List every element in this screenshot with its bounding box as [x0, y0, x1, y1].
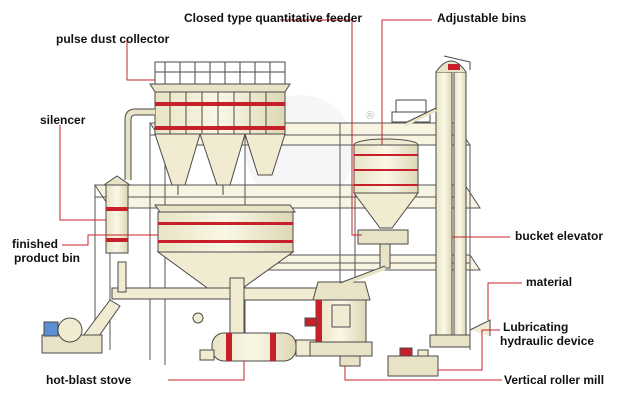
lubricating-station-shape: [387, 347, 439, 377]
blower-fan-shape: [41, 317, 103, 354]
hot-blast-stove-shape: [192, 312, 325, 362]
label-lubricating-line2: hydraulic device: [500, 334, 595, 348]
finished-product-bin-shape: [154, 204, 296, 291]
label-silencer: silencer: [40, 113, 86, 127]
label-adjustable-bins: Adjustable bins: [437, 11, 527, 25]
adjustable-bin-shape: [339, 99, 431, 287]
silencer-shape: [102, 108, 155, 254]
label-pulse-dust-collector: pulse dust collector: [56, 32, 170, 46]
trademark-symbol: ®: [366, 110, 375, 122]
pulse-dust-collector-shape: [149, 61, 291, 195]
bucket-elevator-shape: [404, 55, 491, 348]
label-hot-blast-stove: hot-blast stove: [46, 373, 132, 387]
duct-system: [79, 261, 321, 347]
leader-lines: [59, 19, 522, 381]
label-bucket-elevator: bucket elevator: [515, 229, 604, 243]
label-vertical-roller-mill: Vertical roller mill: [504, 373, 605, 387]
label-closed-feeder: Closed type quantitative feeder: [184, 11, 363, 25]
label-lubricating-line1: Lubricating: [503, 320, 569, 334]
label-finished-bin-line2: product bin: [14, 251, 80, 265]
label-material: material: [526, 275, 573, 289]
label-finished-bin-line1: finished: [12, 237, 59, 251]
vertical-roller-mill-shape: [304, 281, 373, 367]
